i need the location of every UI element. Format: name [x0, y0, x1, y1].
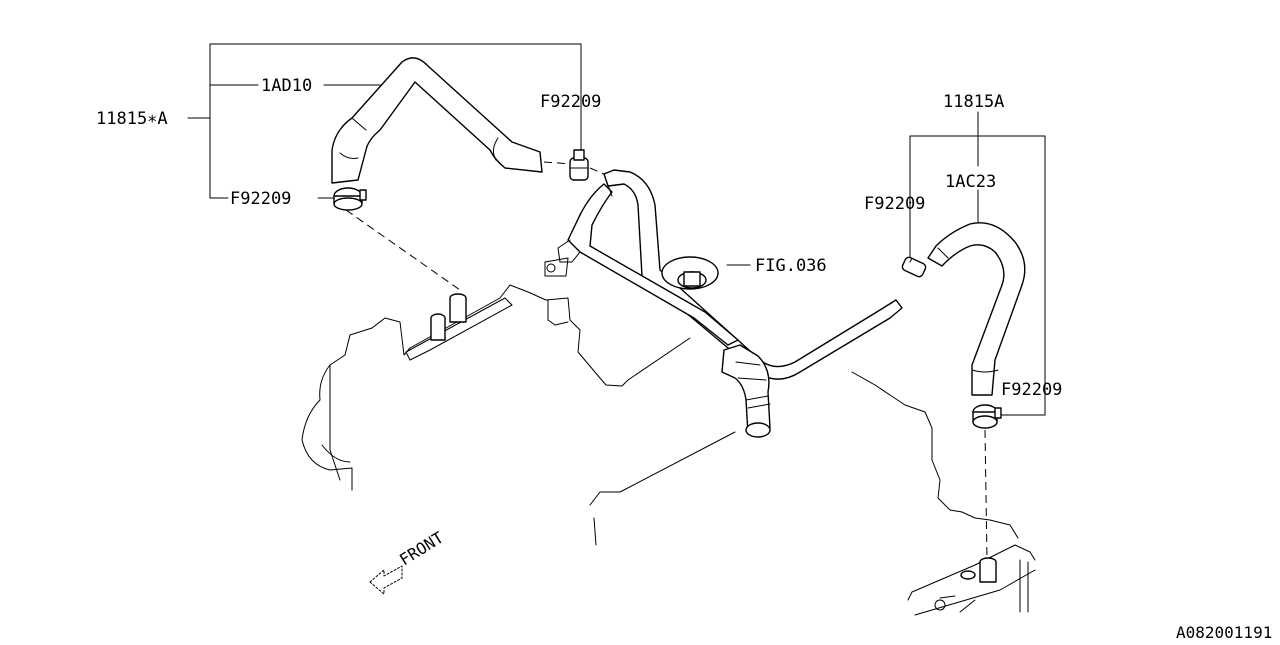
engine-block-right: [851, 371, 1036, 616]
clamp-right-upper: [901, 256, 927, 278]
left-assembly-bracket: [187, 43, 582, 199]
assembly-dash-lines: [345, 161, 988, 561]
clamp-right-upper-label: F92209: [864, 194, 925, 214]
lower-tube: [721, 344, 771, 438]
front-label: FRONT: [396, 528, 447, 570]
assembly-left-label: 11815∗A: [96, 109, 168, 129]
clamp-left-lower: [333, 187, 367, 211]
hose-1ac23: [927, 222, 1026, 396]
assembly-right-label: 11815A: [943, 92, 1004, 112]
hose-1ad10: [331, 57, 543, 184]
main-pipe: [544, 169, 903, 380]
clamp-left-upper: [569, 149, 589, 181]
clamp-left-lower-label: F92209: [230, 189, 291, 209]
clamp-left-upper-label: F92209: [540, 92, 601, 112]
fig-reference-label: FIG.036: [755, 256, 827, 276]
hose-left-label: 1AD10: [261, 76, 312, 96]
diagram-code: A082001191: [1176, 623, 1272, 640]
clamp-right-lower-label: F92209: [1001, 380, 1062, 400]
right-assembly-bracket: [726, 111, 1046, 416]
clamp-right-lower: [972, 404, 1002, 429]
engine-block-left: [301, 284, 736, 546]
front-indicator: FRONT: [369, 528, 447, 595]
hose-right-label: 1AC23: [945, 172, 996, 192]
fig036-part: [661, 256, 719, 290]
